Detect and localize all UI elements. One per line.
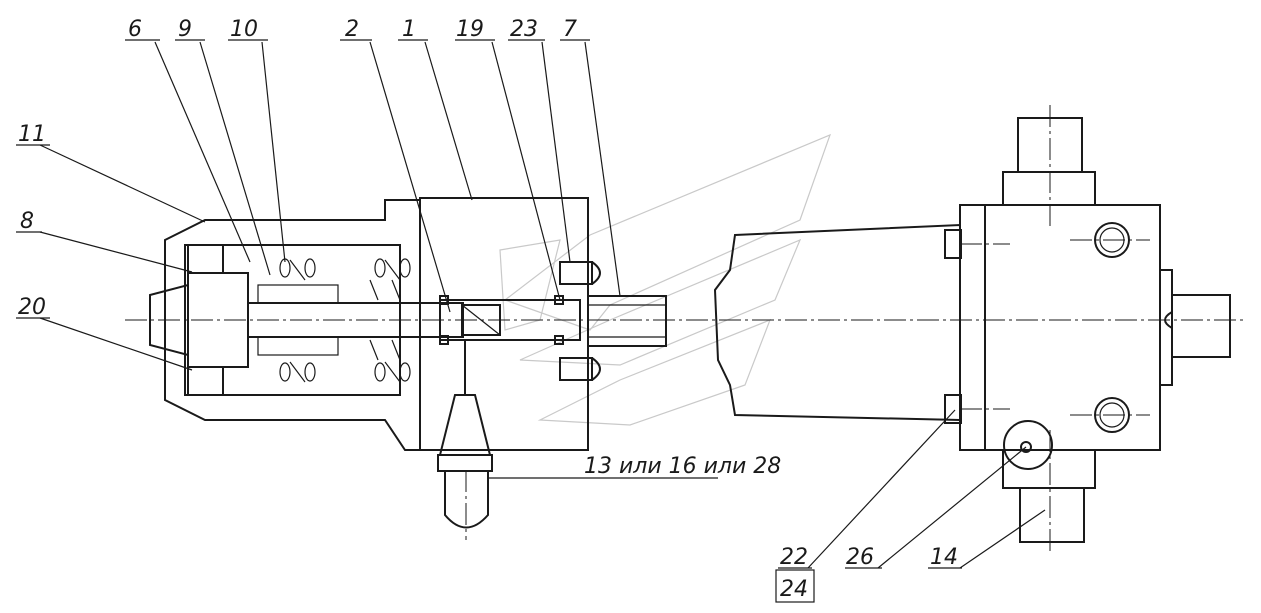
spring-10 <box>279 258 411 383</box>
callout-11: 11 <box>18 122 46 147</box>
guide-tube-7 <box>587 295 667 347</box>
screw-23-bottom <box>559 357 593 381</box>
block-1 <box>419 197 589 451</box>
callout-22: 22 <box>780 545 808 570</box>
valve-cube <box>959 204 1161 451</box>
detail-26 <box>1003 420 1053 470</box>
seal-8 <box>187 244 224 274</box>
callout-26: 26 <box>846 545 874 570</box>
callout-14: 14 <box>930 545 958 570</box>
callout-6: 6 <box>128 17 142 42</box>
callout-23: 23 <box>510 17 538 42</box>
end-nozzle <box>149 283 189 357</box>
callout-7: 7 <box>563 17 577 42</box>
valve-body-left <box>713 223 961 422</box>
screw-23-top <box>559 261 593 285</box>
valve-shaft <box>1171 294 1231 358</box>
leader-lines <box>16 39 1046 603</box>
callout-24: 24 <box>780 577 808 602</box>
callout-8: 8 <box>20 209 34 234</box>
callout-20: 20 <box>18 295 46 320</box>
callout-1: 1 <box>402 17 416 42</box>
watermark-logo <box>499 133 832 426</box>
callout-9: 9 <box>178 17 192 42</box>
callout-13: 13 или 16 или 28 <box>584 454 781 479</box>
valve-assembly <box>713 105 1231 555</box>
cylinder-assembly <box>149 197 667 540</box>
callout-2: 2 <box>345 17 359 42</box>
callout-19: 19 <box>456 17 484 42</box>
housing-11 <box>164 199 421 451</box>
fitting-13 <box>438 394 492 456</box>
callout-10: 10 <box>230 17 258 42</box>
